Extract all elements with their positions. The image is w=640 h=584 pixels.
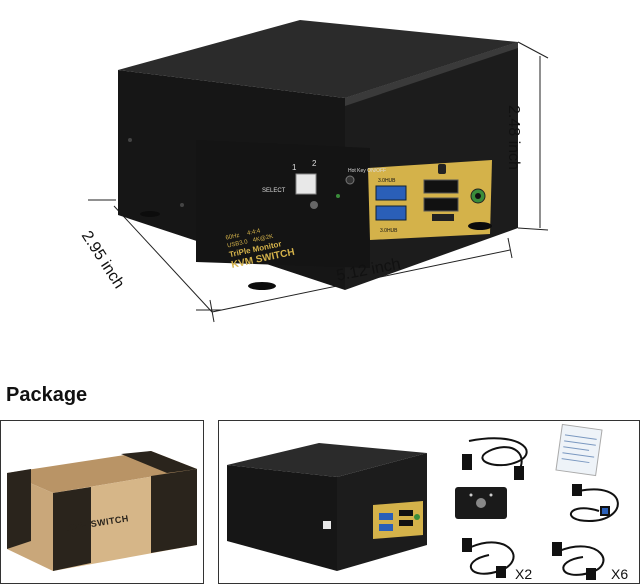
device-edge bbox=[345, 42, 518, 106]
hotkey-label: Hot Key ON/OFF bbox=[348, 168, 386, 174]
mouse-icon bbox=[438, 164, 446, 174]
package-contents: X2 X6 bbox=[227, 423, 628, 582]
cable-count-a: X2 bbox=[515, 566, 532, 582]
port-2-label: 2 bbox=[312, 159, 317, 168]
hub-label-bottom: 3.0HUB bbox=[380, 228, 398, 234]
user-manual bbox=[555, 423, 603, 477]
cable-count-b: X6 bbox=[611, 566, 628, 582]
cable-top bbox=[462, 437, 528, 480]
hotkey-button bbox=[345, 175, 355, 185]
kvm-device-illustration: KVM SWITCH TriPle Monitor USB3.0 4K@2K 6… bbox=[88, 20, 549, 323]
package-title: Package bbox=[6, 384, 88, 406]
spec-res: 4K@2K bbox=[252, 234, 274, 244]
front-panel bbox=[196, 140, 370, 268]
port-1-label: 1 bbox=[292, 163, 297, 172]
product-hero: KVM SWITCH TriPle Monitor USB3.0 4K@2K 6… bbox=[78, 20, 549, 323]
hotkey-led bbox=[336, 194, 340, 198]
package-contents-panel: X2 X6 bbox=[218, 420, 640, 584]
cable-usb bbox=[569, 484, 619, 523]
height-dimension: 2.48 inch bbox=[505, 105, 522, 170]
package-box-panel: KVM SWITCH bbox=[0, 420, 204, 584]
spec-usb: USB3.0 bbox=[227, 239, 249, 249]
usb-port-blue-1 bbox=[375, 185, 407, 201]
usb-port-black-2 bbox=[423, 197, 459, 212]
select-label: SELECT bbox=[262, 188, 286, 194]
cable-dp bbox=[462, 538, 515, 578]
cardboard-box: KVM SWITCH bbox=[7, 451, 197, 571]
spec-hz: 60Hz bbox=[225, 233, 240, 242]
cable-hdmi bbox=[552, 542, 605, 580]
usb-port-blue-2 bbox=[375, 205, 407, 221]
spec-chroma: 4:4:4 bbox=[247, 228, 262, 237]
keyboard-icon bbox=[432, 214, 454, 221]
usb-port-black-1 bbox=[423, 179, 459, 194]
select-led bbox=[310, 201, 318, 209]
select-button bbox=[295, 173, 317, 195]
device-top bbox=[118, 20, 518, 98]
hub-label-top: 3.0HUB bbox=[378, 178, 396, 184]
